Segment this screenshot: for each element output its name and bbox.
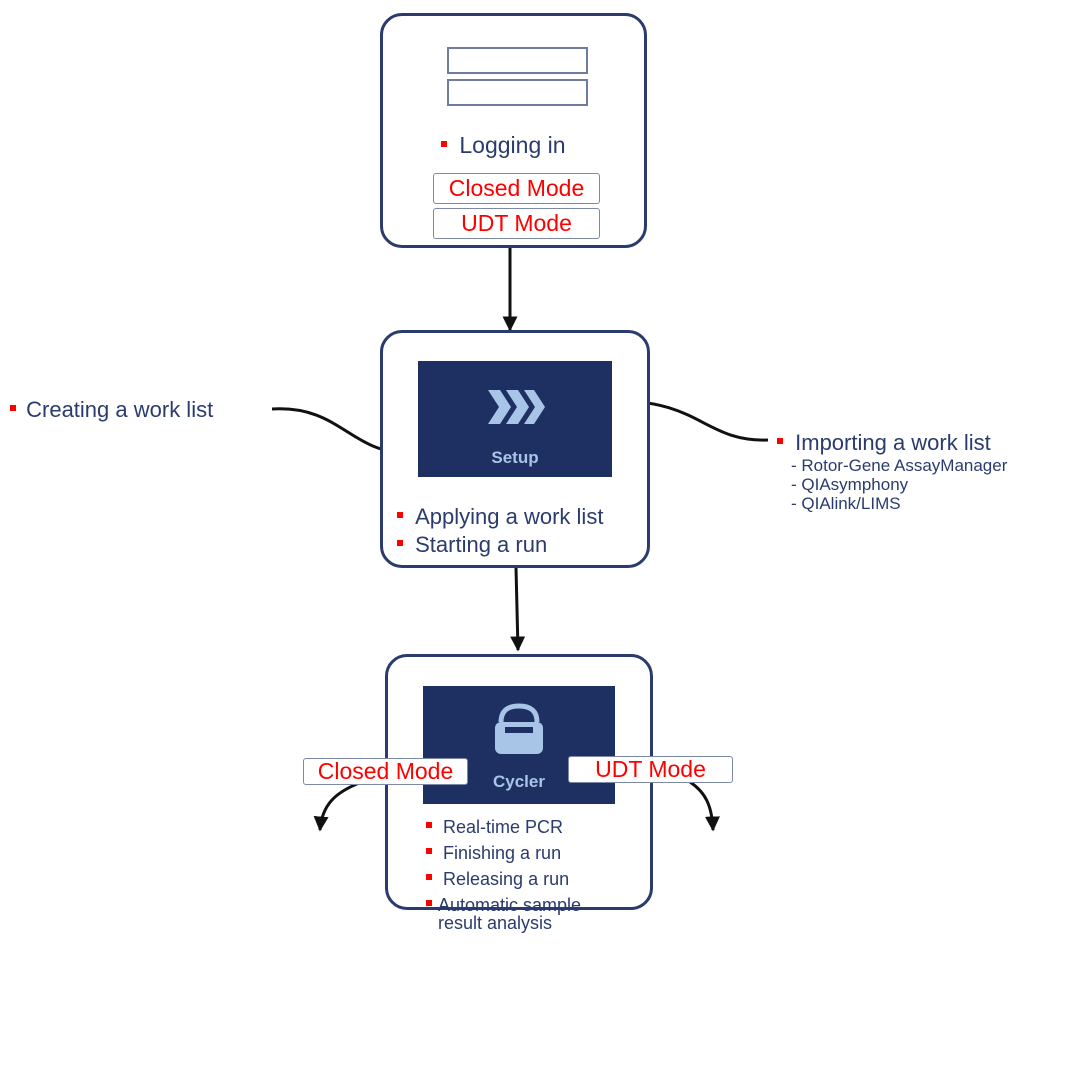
bullet	[426, 822, 432, 829]
username-field	[447, 47, 588, 74]
cycler-tile: Cycler	[423, 686, 615, 804]
cycler-item-label: Releasing a run	[443, 869, 570, 889]
bullet	[10, 405, 16, 412]
arrow-udt-down	[689, 780, 720, 832]
login-closed-mode: Closed Mode	[433, 173, 600, 204]
setup-item: Applying a work list	[397, 504, 603, 530]
bullet	[441, 140, 447, 147]
cycler-item: Finishing a run	[426, 843, 561, 864]
import-worklist-item: Importing a work list	[777, 430, 991, 456]
cycler-item: Automatic sample	[426, 895, 581, 915]
cycler-tile-label: Cycler	[493, 772, 545, 791]
import-source: - QIAlink/LIMS	[791, 494, 901, 513]
arrow-closed-down	[313, 780, 363, 832]
import-source: - Rotor-Gene AssayManager	[791, 456, 1008, 475]
bottom-udt-mode: UDT Mode	[568, 756, 733, 783]
import-source: - QIAsymphony	[791, 475, 909, 494]
create-worklist-item: Creating a work list	[10, 397, 213, 423]
bullet	[426, 900, 432, 907]
cycler-item-continuation: result analysis	[438, 913, 553, 933]
setup-item-label: Starting a run	[415, 532, 548, 557]
setup-tile: Setup	[418, 361, 612, 477]
cycler-item-label: Real-time PCR	[443, 817, 564, 837]
cycler-item: Real-time PCR	[426, 817, 563, 838]
bullet	[426, 848, 432, 855]
cycler-instrument-icon	[495, 703, 543, 754]
setup-tile-label: Setup	[491, 448, 539, 467]
password-field	[447, 79, 588, 106]
cycler-item-label: Finishing a run	[443, 843, 562, 863]
arrow-setup-to-cycler	[510, 567, 526, 652]
bullet	[397, 512, 403, 519]
bottom-closed-mode: Closed Mode	[303, 758, 468, 785]
cycler-item: Releasing a run	[426, 869, 569, 890]
cycler-item-label: Automatic sample	[438, 895, 582, 915]
bullet	[777, 438, 783, 445]
bullet	[426, 874, 432, 881]
import-worklist-label: Importing a work list	[795, 430, 991, 455]
login-label: Logging in	[459, 132, 566, 158]
setup-item: Starting a run	[397, 532, 547, 558]
login-item: Logging in	[441, 132, 566, 159]
create-worklist-label: Creating a work list	[26, 397, 214, 422]
login-box: Logging in Closed Mode UDT Mode	[380, 13, 647, 248]
setup-box: Setup Applying a work list Starting a ru…	[380, 330, 650, 568]
login-udt-mode: UDT Mode	[433, 208, 600, 239]
setup-item-label: Applying a work list	[415, 504, 604, 529]
chevrons-forward-icon	[488, 390, 545, 424]
bullet	[397, 540, 403, 547]
